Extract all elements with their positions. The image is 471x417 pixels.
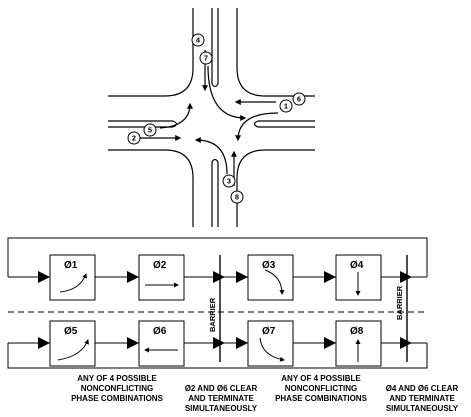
note-clear-left: Ø2 AND Ø6 CLEAR AND TERMINATE SIMULTANEO… (185, 384, 258, 413)
svg-text:ANY OF 4 POSSIBLE: ANY OF 4 POSSIBLE (77, 374, 157, 383)
svg-text:SIMULTANEOUSLY: SIMULTANEOUSLY (386, 404, 459, 413)
phase-6-box: Ø6 (138, 320, 185, 367)
svg-text:NONCONFLICTING: NONCONFLICTING (81, 384, 153, 393)
marker-4: 4 (191, 33, 205, 47)
flow-arrowheads (38, 271, 412, 349)
note-clear-right: Ø4 AND Ø6 CLEAR AND TERMINATE SIMULTANEO… (386, 384, 459, 413)
marker-6: 6 (292, 92, 306, 106)
note-combinations-left: ANY OF 4 POSSIBLE NONCONFLICTING PHASE C… (71, 374, 164, 403)
svg-text:SIMULTANEOUSLY: SIMULTANEOUSLY (185, 404, 258, 413)
svg-text:Ø4: Ø4 (350, 260, 364, 271)
svg-text:8: 8 (235, 192, 239, 201)
marker-2: 2 (127, 131, 141, 145)
east-median (253, 120, 315, 128)
movement-markers: 4 7 1 6 5 2 3 8 (127, 33, 306, 204)
north-median (211, 8, 219, 88)
movement-1-arrow (235, 112, 279, 142)
barrier-label-1: BARRIER (208, 297, 217, 332)
svg-text:NONCONFLICTING: NONCONFLICTING (285, 384, 357, 393)
svg-text:Ø5: Ø5 (64, 326, 78, 337)
svg-text:6: 6 (297, 94, 301, 103)
svg-text:Ø3: Ø3 (262, 260, 276, 271)
marker-1: 1 (279, 99, 293, 113)
south-west-curb (108, 149, 194, 227)
movement-5-arrow (159, 102, 193, 129)
svg-text:Ø4 AND Ø6 CLEAR: Ø4 AND Ø6 CLEAR (386, 384, 459, 393)
ring-1-loop (7, 237, 428, 277)
movement-7-arrow (207, 65, 247, 121)
svg-text:5: 5 (148, 125, 152, 134)
marker-8: 8 (230, 190, 244, 204)
svg-text:7: 7 (204, 53, 208, 62)
phase-7-box: Ø7 (247, 320, 294, 367)
marker-5: 5 (143, 123, 157, 137)
svg-text:1: 1 (284, 101, 288, 110)
svg-text:2: 2 (132, 133, 136, 142)
svg-text:AND TERMINATE: AND TERMINATE (188, 394, 254, 403)
svg-text:Ø1: Ø1 (64, 260, 78, 271)
svg-text:3: 3 (227, 176, 231, 185)
intersection-plan (108, 8, 315, 227)
svg-text:Ø2: Ø2 (153, 260, 167, 271)
svg-text:ANY OF 4 POSSIBLE: ANY OF 4 POSSIBLE (281, 374, 361, 383)
south-east-curb (236, 149, 315, 227)
phase-2-box: Ø2 (138, 254, 185, 301)
marker-7: 7 (199, 51, 213, 65)
svg-text:AND TERMINATE: AND TERMINATE (389, 394, 455, 403)
svg-text:PHASE COMBINATIONS: PHASE COMBINATIONS (275, 394, 368, 403)
phase-8-box: Ø8 (335, 320, 382, 367)
north-west-curb (108, 8, 194, 97)
west-median (108, 120, 178, 128)
svg-text:PHASE COMBINATIONS: PHASE COMBINATIONS (71, 394, 164, 403)
svg-text:Ø6: Ø6 (153, 326, 167, 337)
phase-4-box: Ø4 (335, 254, 382, 301)
north-east-curb (236, 8, 315, 97)
svg-text:Ø7: Ø7 (262, 326, 276, 337)
south-median (211, 158, 219, 227)
phase-1-box: Ø1 (49, 254, 96, 301)
ring-2-loop (7, 343, 428, 369)
phase-3-box: Ø3 (247, 254, 294, 301)
phase-5-box: Ø5 (49, 320, 96, 367)
note-combinations-right: ANY OF 4 POSSIBLE NONCONFLICTING PHASE C… (275, 374, 368, 403)
marker-3: 3 (222, 174, 236, 188)
movement-3-arrow (194, 137, 228, 175)
svg-text:Ø2 AND Ø6 CLEAR: Ø2 AND Ø6 CLEAR (185, 384, 258, 393)
svg-text:4: 4 (196, 35, 201, 44)
barrier-label-2: BARRIER (395, 285, 404, 320)
svg-text:Ø8: Ø8 (350, 326, 364, 337)
